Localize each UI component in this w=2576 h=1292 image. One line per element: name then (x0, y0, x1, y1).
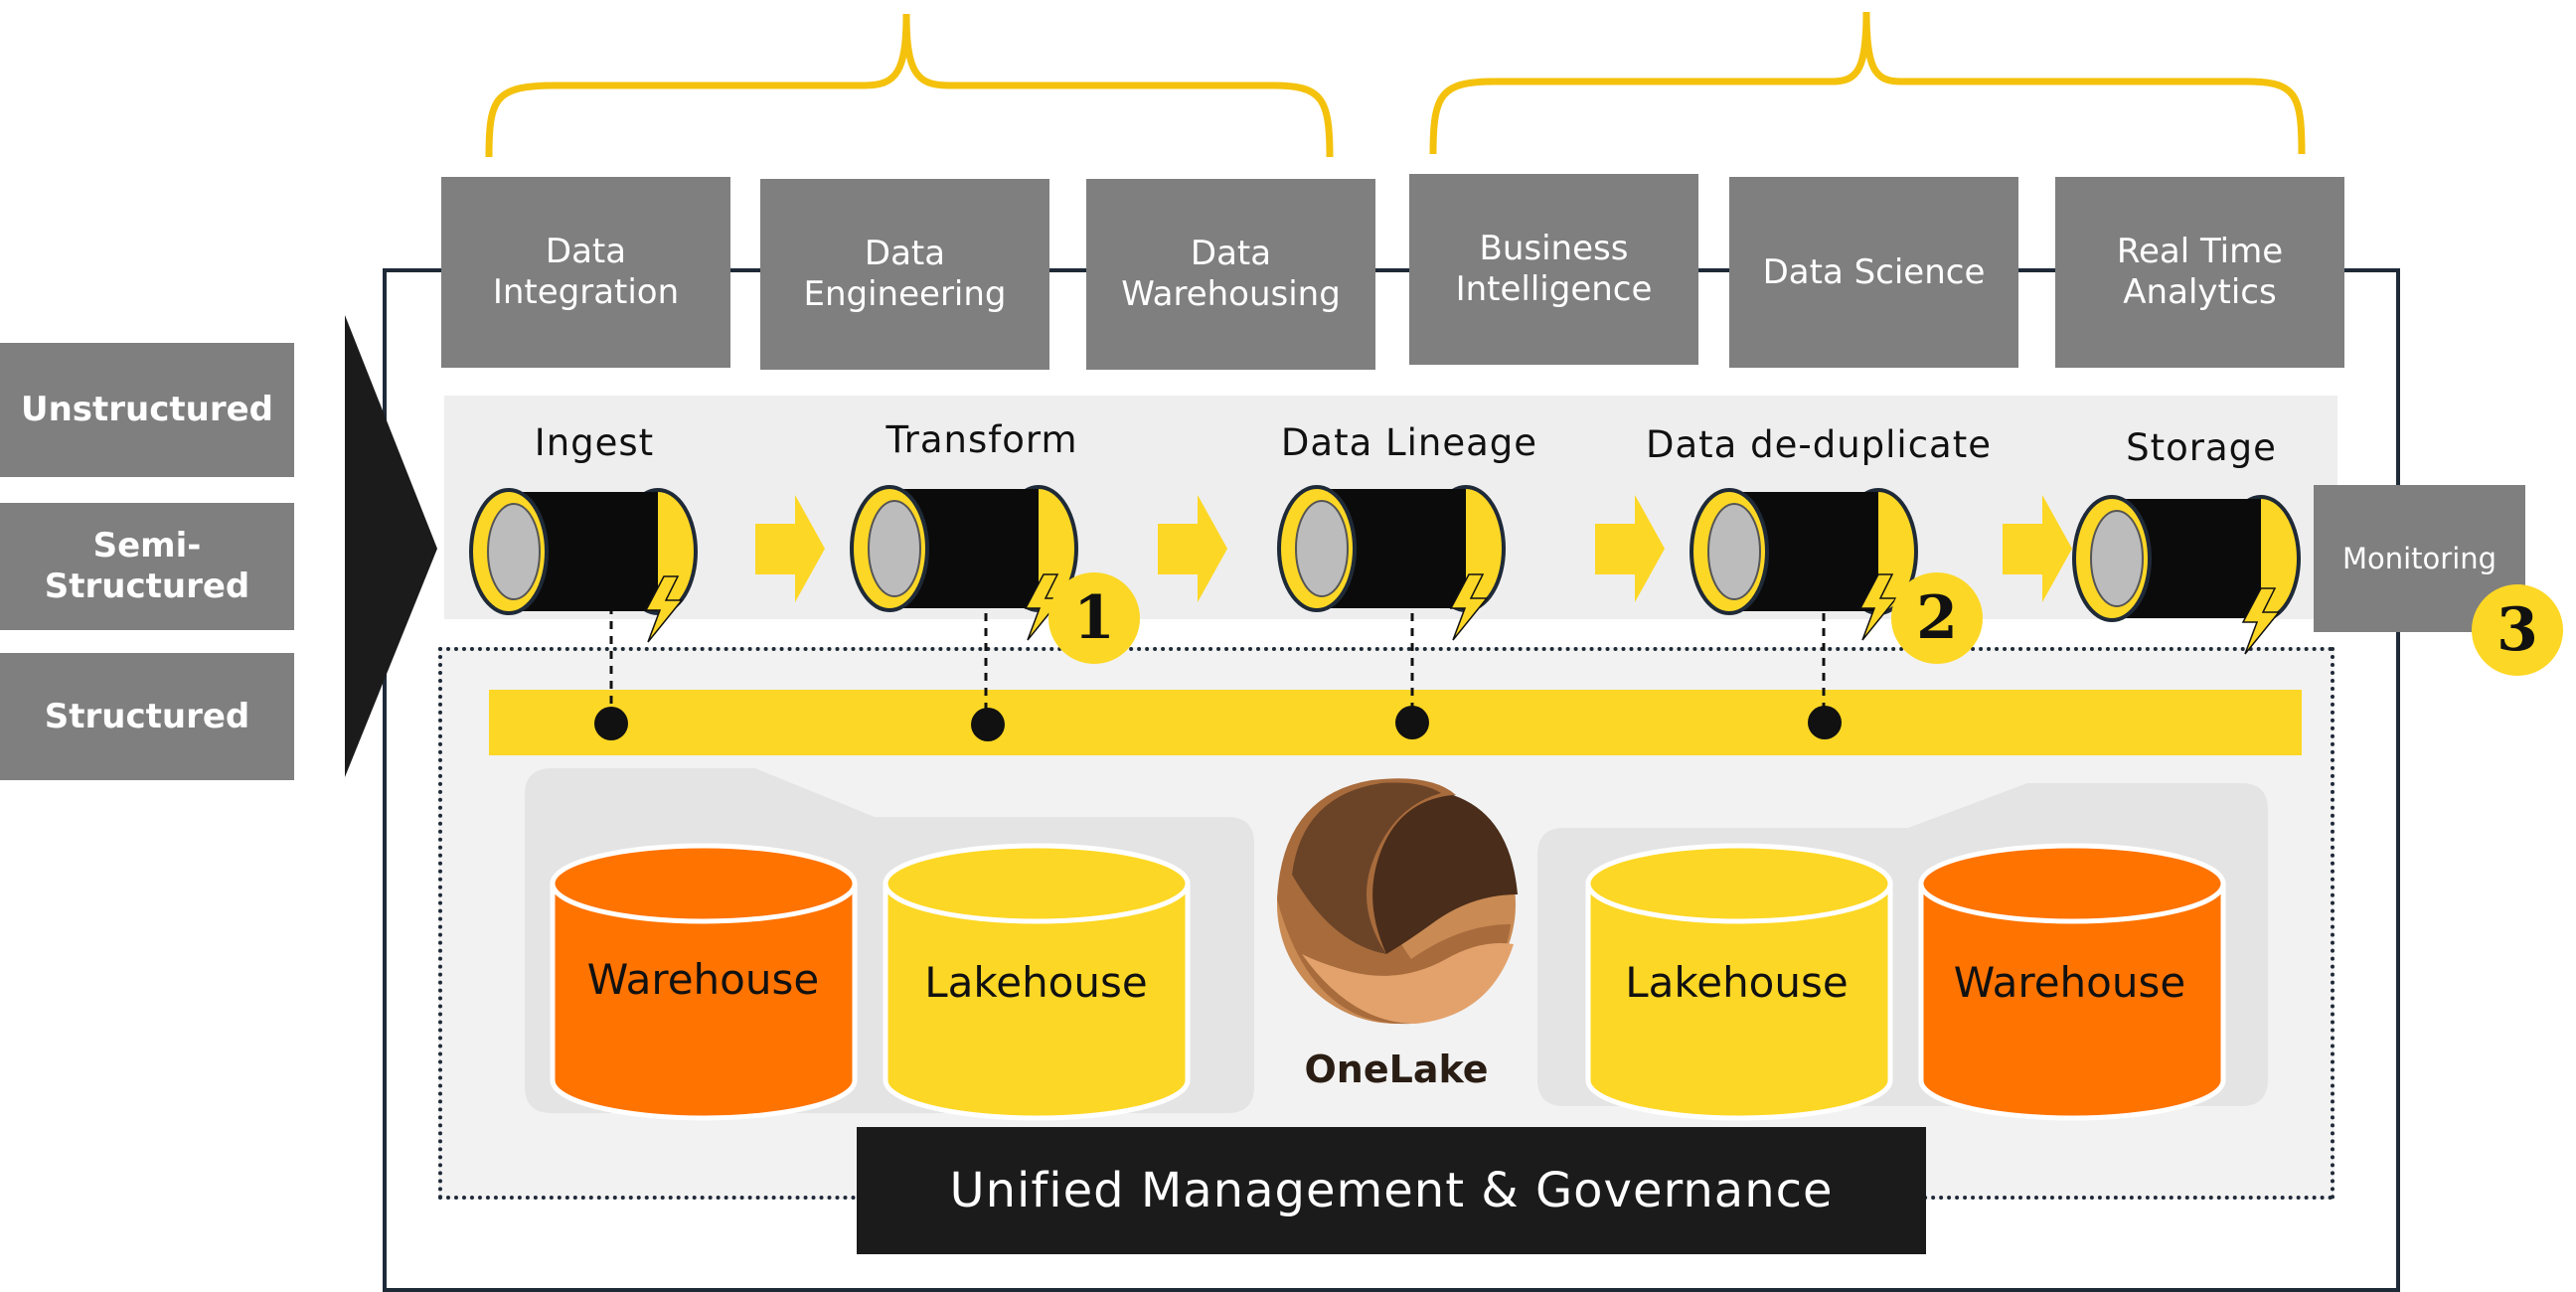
pipe-icon (1277, 485, 1506, 612)
flow-arrow-icon (1595, 495, 1665, 602)
database-cylinder-icon (1585, 843, 1893, 1121)
connector-dot (594, 707, 628, 740)
lightning-icon (644, 575, 684, 643)
workload-label: Data Engineering (803, 234, 1007, 314)
pipe-icon (469, 488, 698, 615)
right-brace-icon (1429, 11, 2306, 155)
source-label: Semi- Structured (44, 526, 250, 606)
lightning-icon (1449, 573, 1489, 641)
workload-label: Data Science (1762, 251, 1986, 292)
left-brace-icon (485, 13, 1334, 158)
source-semi-structured: Semi- Structured (0, 503, 294, 630)
db-label-warehouse-right: Warehouse (1953, 957, 2186, 1007)
lightning-icon (2241, 587, 2281, 655)
flow-arrow-icon (1158, 495, 1227, 602)
stage-data-lineage: Data Lineage (1280, 420, 1538, 464)
workload-label: Real Time Analytics (2116, 232, 2284, 312)
workload-label: Data Integration (492, 232, 680, 312)
flow-arrow-icon (755, 495, 825, 602)
stage-transform: Transform (886, 417, 1078, 461)
db-label-lakehouse-right: Lakehouse (1625, 957, 1849, 1007)
source-structured: Structured (0, 653, 294, 780)
onelake-label: OneLake (1304, 1048, 1489, 1091)
db-label-warehouse-left: Warehouse (586, 954, 820, 1004)
workload-data-integration: Data Integration (441, 177, 730, 368)
pipe-icon (1690, 488, 1918, 615)
workload-label: Data Warehousing (1121, 234, 1341, 314)
right-brace-icon (0, 0, 2241, 154)
database-cylinder-icon (883, 843, 1191, 1121)
connector-dot (971, 708, 1005, 741)
input-arrow-icon (345, 315, 437, 777)
flow-arrow-icon (2003, 495, 2072, 602)
lightning-icon (1024, 573, 1063, 641)
workload-label: Business Intelligence (1455, 229, 1653, 309)
connector-dot (1808, 706, 1842, 739)
source-label: Unstructured (20, 390, 274, 430)
source-label: Structured (44, 696, 250, 736)
pipe-icon (850, 485, 1078, 612)
badge-3: 3 (2472, 584, 2563, 676)
stage-data-deduplicate: Data de-duplicate (1646, 422, 1992, 466)
stage-storage: Storage (2126, 425, 2277, 469)
pipe-icon (2072, 495, 2301, 622)
workload-real-time-analytics: Real Time Analytics (2055, 177, 2344, 368)
stage-ingest: Ingest (534, 420, 655, 464)
onelake-logo-icon (1277, 778, 1518, 1025)
governance-bar: Unified Management & Governance (857, 1127, 1926, 1254)
badge-2: 2 (1891, 572, 1983, 664)
db-label-lakehouse-left: Lakehouse (924, 957, 1148, 1007)
source-unstructured: Unstructured (0, 343, 294, 477)
lightning-icon (1858, 573, 1898, 641)
workload-data-engineering: Data Engineering (760, 179, 1049, 370)
workload-data-warehousing: Data Warehousing (1086, 179, 1375, 370)
database-cylinder-icon (1918, 843, 2226, 1121)
badge-1: 1 (1048, 572, 1140, 664)
database-cylinder-icon (550, 843, 858, 1121)
workload-business-intelligence: Business Intelligence (1409, 174, 1698, 365)
connector-dot (1395, 706, 1429, 739)
monitoring-box: Monitoring (2314, 485, 2525, 632)
workload-data-science: Data Science (1729, 177, 2018, 368)
